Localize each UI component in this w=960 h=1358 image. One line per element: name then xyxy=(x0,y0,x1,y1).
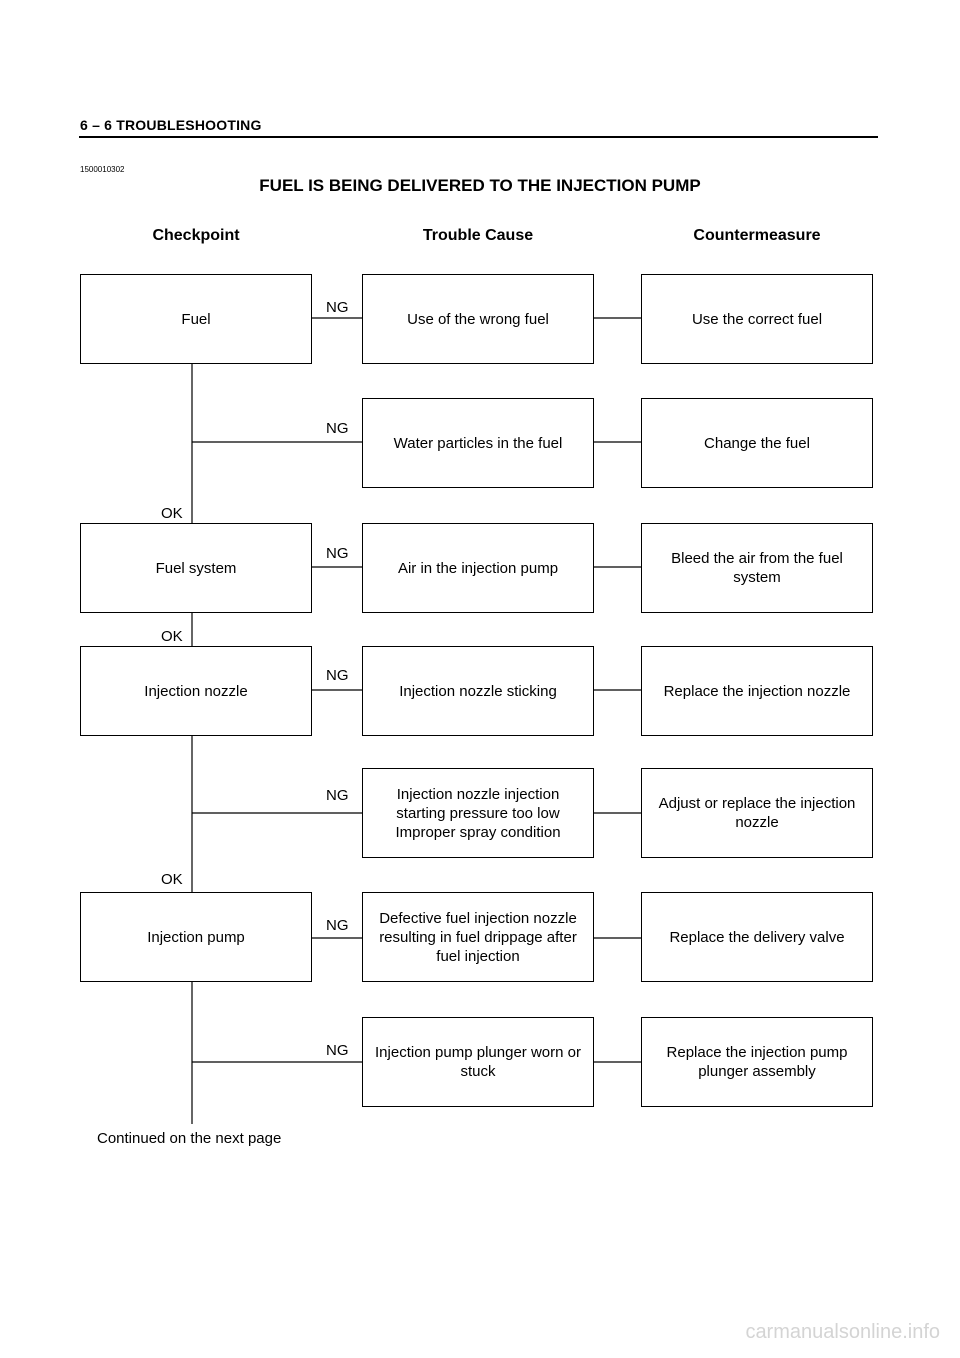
cause-box: Air in the injection pump xyxy=(362,523,594,613)
ok-label: OK xyxy=(161,628,183,645)
checkpoint-box-injection-nozzle: Injection nozzle xyxy=(80,646,312,736)
header-rule xyxy=(79,136,878,138)
ok-label: OK xyxy=(161,505,183,522)
cause-box: Injection pump plunger worn or stuck xyxy=(362,1017,594,1107)
ng-label: NG xyxy=(326,917,349,934)
cause-box: Injection nozzle injection starting pres… xyxy=(362,768,594,858)
cause-box: Water particles in the fuel xyxy=(362,398,594,488)
checkpoint-box-fuel: Fuel xyxy=(80,274,312,364)
countermeasure-box: Replace the injection pump plunger assem… xyxy=(641,1017,873,1107)
column-header-checkpoint: Checkpoint xyxy=(152,227,240,244)
watermark: carmanualsonline.info xyxy=(745,1321,940,1343)
continued-note: Continued on the next page xyxy=(97,1130,282,1147)
cause-box: Use of the wrong fuel xyxy=(362,274,594,364)
document-id: 1500010302 xyxy=(80,165,125,174)
countermeasure-box: Use the correct fuel xyxy=(641,274,873,364)
cause-box: Injection nozzle sticking xyxy=(362,646,594,736)
ng-label: NG xyxy=(326,299,349,316)
column-header-countermeasure: Countermeasure xyxy=(693,227,821,244)
ok-label: OK xyxy=(161,871,183,888)
ng-label: NG xyxy=(326,667,349,684)
checkpoint-box-injection-pump: Injection pump xyxy=(80,892,312,982)
section-header: 6 – 6 TROUBLESHOOTING xyxy=(80,117,262,133)
column-header-cause: Trouble Cause xyxy=(422,227,534,244)
countermeasure-box: Replace the injection nozzle xyxy=(641,646,873,736)
countermeasure-box: Replace the delivery valve xyxy=(641,892,873,982)
countermeasure-box: Change the fuel xyxy=(641,398,873,488)
page-title: FUEL IS BEING DELIVERED TO THE INJECTION… xyxy=(259,176,701,195)
countermeasure-box: Adjust or replace the injection nozzle xyxy=(641,768,873,858)
ng-label: NG xyxy=(326,420,349,437)
ng-label: NG xyxy=(326,787,349,804)
cause-box: Defective fuel injection nozzle resultin… xyxy=(362,892,594,982)
countermeasure-box: Bleed the air from the fuel system xyxy=(641,523,873,613)
ng-label: NG xyxy=(326,1042,349,1059)
checkpoint-box-fuel-system: Fuel system xyxy=(80,523,312,613)
ng-label: NG xyxy=(326,545,349,562)
